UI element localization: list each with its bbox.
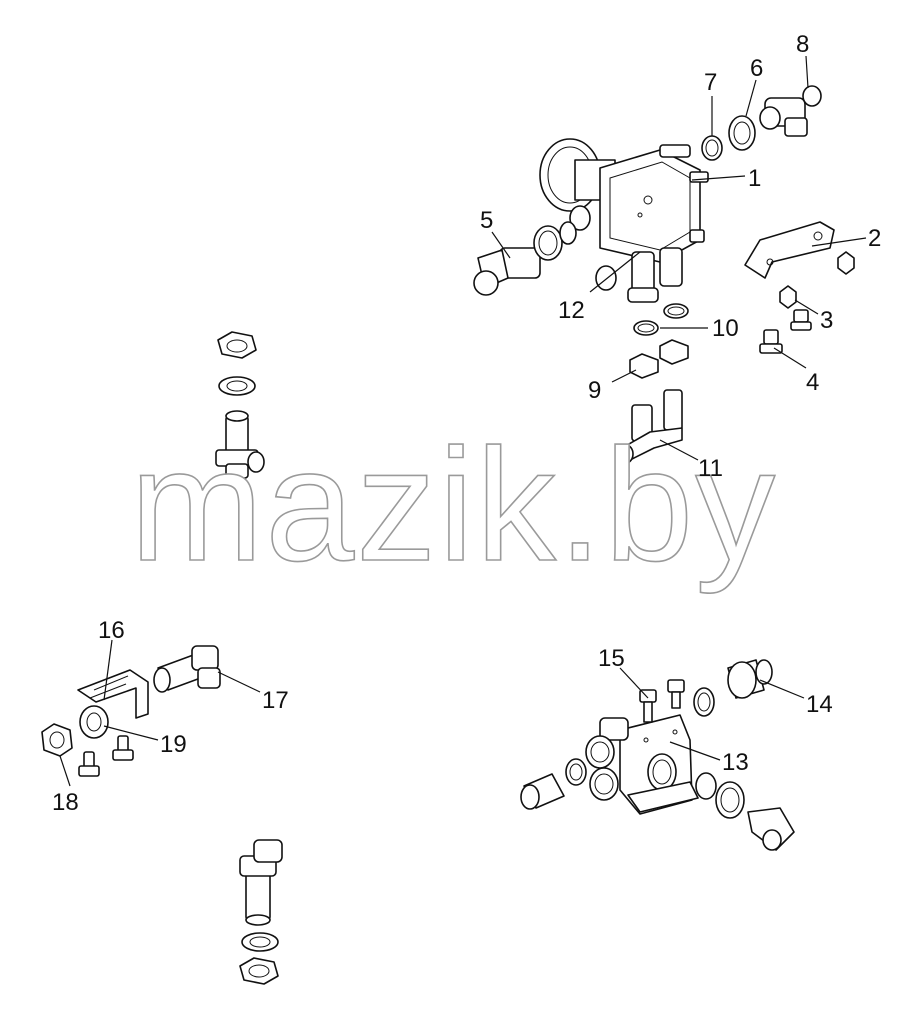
watermark-text: mazik.by [130,415,777,594]
bracket-part-2 [744,221,835,279]
nut-part-18 [41,723,73,757]
callout-14: 14 [806,691,833,718]
elbow-lower-right-of-13 [695,772,795,851]
callout-15: 15 [598,645,625,672]
callout-12: 12 [558,297,585,324]
connector-part-17 [153,645,221,693]
adapter-nut-part-6 [728,115,756,151]
callout-4: 4 [806,369,819,396]
seal-ring-part-7 [701,135,723,161]
straight-connector-left [215,410,265,479]
fitting-lower-left-of-13 [520,758,587,810]
callout-3: 3 [820,307,833,334]
callout-13: 13 [722,749,749,776]
callout-17: 17 [262,687,289,714]
callout-7: 7 [704,69,717,96]
bolt-part-15 [639,679,685,723]
callout-16: 16 [98,617,125,644]
fitting-part-14 [693,659,773,717]
callout-6: 6 [750,55,763,82]
callout-11: 11 [698,455,723,482]
hex-nut-bottom [239,957,279,985]
callout-18: 18 [52,789,79,816]
callout-19: 19 [160,731,187,758]
small-bolts-lower-left [78,735,134,777]
leader-lines [59,55,867,787]
callout-2: 2 [868,225,881,252]
callout-1: 1 [748,165,761,192]
hex-nut-top-left [217,331,257,359]
bolts-part-4 [759,309,812,354]
valve-body-part-13 [585,714,699,815]
elbow-fitting-part-5 [473,221,577,296]
callout-9: 9 [588,377,601,404]
callout-8: 8 [796,31,809,58]
lock-washer-bottom [241,932,279,952]
valve-port-part-12 [595,247,683,303]
o-rings-part-10 [633,303,689,336]
valve-body-part-1 [539,138,709,263]
elbow-connector-bottom [239,839,283,926]
callout-labels: 1 2 3 4 5 6 7 8 9 10 11 12 13 14 15 16 1… [52,31,881,816]
nut-part-3 [779,251,855,309]
callout-10: 10 [712,315,739,342]
elbow-fitting-part-8 [759,85,822,137]
tee-fitting-part-11 [618,389,683,464]
lock-washer-top-left [218,376,256,396]
bracket-part-16 [77,669,149,719]
callout-5: 5 [480,207,493,234]
lock-washer-part-19 [79,705,109,739]
nuts-part-9 [629,339,689,379]
